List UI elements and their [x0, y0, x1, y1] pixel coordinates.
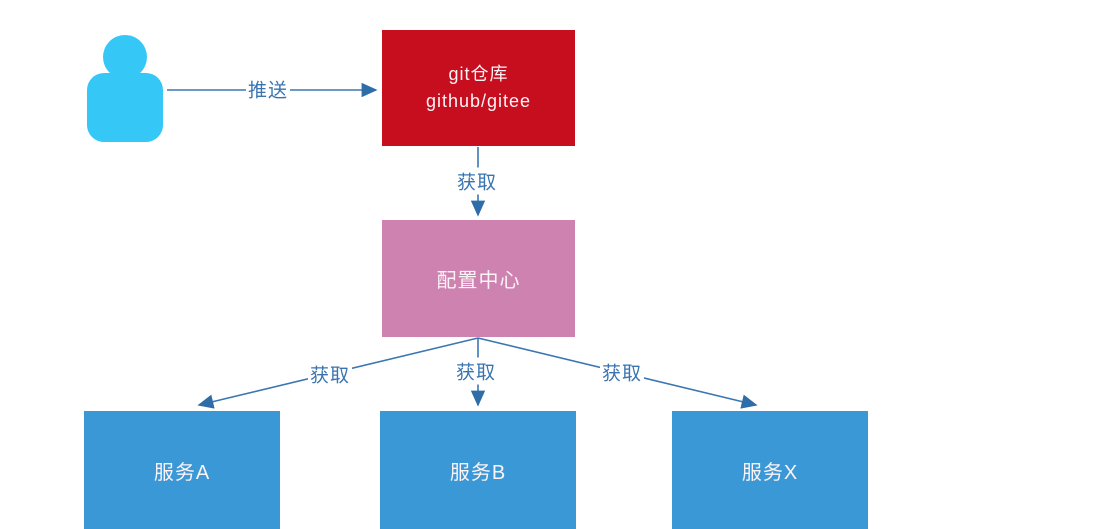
node-service-a-label: 服务A	[153, 461, 211, 484]
node-config-center: 配置中心	[382, 220, 575, 337]
user-icon-body	[87, 73, 163, 142]
edge-label-fetch-service-a: 获取	[307, 360, 353, 388]
edge-label-fetch-service-x: 获取	[599, 358, 645, 386]
node-service-b: 服务B	[380, 411, 576, 529]
node-git-repo-subtitle: github/gitee	[425, 91, 532, 111]
edge-label-fetch-service-b: 获取	[453, 357, 499, 385]
node-service-x: 服务X	[672, 411, 868, 529]
diagram-canvas: git仓库 github/gitee 配置中心 服务A 服务B 服务X 推送 获…	[84, 30, 868, 529]
node-git-repo-title: git仓库	[448, 64, 509, 84]
node-service-a: 服务A	[84, 411, 280, 529]
node-git-repo: git仓库 github/gitee	[382, 30, 575, 146]
node-service-b-label: 服务B	[449, 461, 507, 484]
node-config-center-label: 配置中心	[436, 270, 521, 292]
edge-label-fetch-repo: 获取	[454, 167, 500, 195]
user-icon-head	[103, 35, 147, 79]
node-service-x-label: 服务X	[741, 461, 799, 484]
edge-label-push: 推送	[245, 75, 291, 103]
